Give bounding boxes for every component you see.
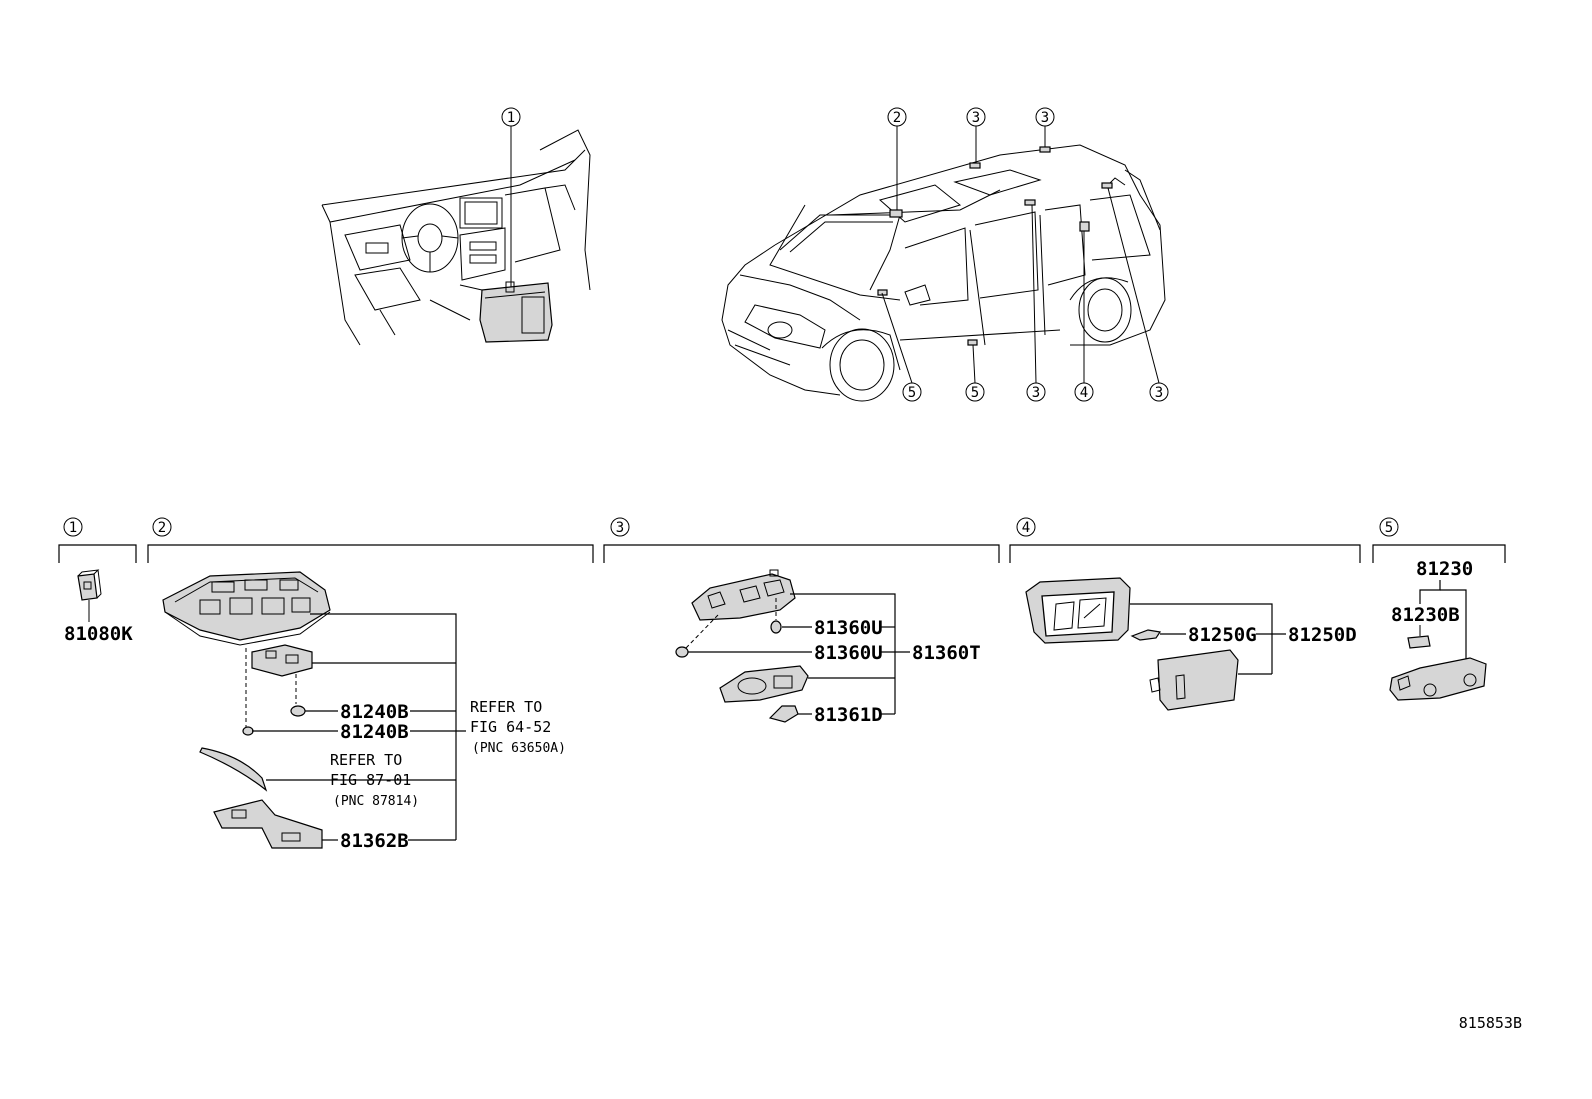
dashboard-illustration [321, 129, 591, 346]
svg-text:2: 2 [893, 110, 901, 126]
refer-fig-64-52-line1: REFER TO [470, 698, 542, 716]
part-81080K: 81080K [64, 623, 133, 645]
svg-text:2: 2 [158, 520, 166, 536]
group-headers: 1 2 3 4 5 [58, 517, 1506, 563]
part-81361D: 81361D [814, 704, 883, 726]
trim-strip-illustration [199, 747, 268, 792]
switch-81080K-illustration [77, 569, 102, 601]
svg-text:5: 5 [1385, 520, 1393, 536]
group-5: 81230 81230B [1389, 558, 1487, 701]
bulb-81360U-b-illustration [675, 646, 689, 658]
refer-fig-64-52-line2: FIG 64-52 [470, 718, 551, 736]
lens-81361D-illustration [719, 665, 809, 703]
callout-1-dashboard: 1 [501, 107, 521, 287]
part-81250D: 81250D [1288, 624, 1357, 646]
diagram-id: 815853B [1459, 1014, 1522, 1032]
svg-text:3: 3 [1032, 385, 1040, 401]
svg-text:5: 5 [971, 385, 979, 401]
svg-text:5: 5 [908, 385, 916, 401]
part-81360T: 81360T [912, 642, 981, 664]
svg-text:4: 4 [1022, 520, 1030, 536]
svg-text:3: 3 [616, 520, 624, 536]
bulb-81240B-b-illustration [242, 726, 254, 736]
part-81240B-b: 81240B [340, 721, 409, 743]
refer-fig-87-01-line3: (PNC 87814) [333, 794, 419, 809]
courtesy-lamp-81230-illustration [1389, 657, 1487, 701]
refer-fig-64-52-line3: (PNC 63650A) [472, 741, 566, 756]
refer-fig-87-01-line1: REFER TO [330, 751, 402, 769]
svg-text:1: 1 [507, 110, 515, 126]
svg-text:1: 1 [69, 520, 77, 536]
group-1: 81080K [64, 569, 133, 645]
part-81230: 81230 [1416, 558, 1473, 580]
svg-text:3: 3 [1041, 110, 1049, 126]
part-81360U-b: 81360U [814, 642, 883, 664]
vanity-lens-illustration [1149, 649, 1239, 711]
lens-clip-illustration [768, 705, 799, 723]
svg-text:4: 4 [1080, 385, 1088, 401]
part-81240B-a: 81240B [340, 701, 409, 723]
group-4: 81250G 81250D [1025, 577, 1357, 711]
bulb-81360U-a-illustration [770, 620, 782, 634]
bulb-81250G-illustration [1130, 629, 1162, 641]
van-callouts: 2 3 3 5 5 3 4 3 [881, 107, 1169, 402]
svg-text:3: 3 [1155, 385, 1163, 401]
part-81250G: 81250G [1188, 624, 1257, 646]
group-3: 81360U 81360U 81360T 81361D [675, 569, 981, 726]
part-81360U-a: 81360U [814, 617, 883, 639]
van-illustration [721, 144, 1166, 402]
bulb-81240B-a-illustration [290, 705, 306, 717]
overhead-console-illustration [162, 571, 331, 646]
map-lamp-housing-illustration [691, 569, 796, 621]
vanity-lamp-housing-illustration [1025, 577, 1131, 644]
refer-fig-87-01-line2: FIG 87-01 [330, 771, 411, 789]
part-81362B: 81362B [340, 830, 409, 852]
group-2: 81240B 81240B 81362B REFER TO FIG 64-52 … [162, 571, 566, 852]
bulb-81230B-illustration [1407, 635, 1431, 649]
part-81230B: 81230B [1391, 604, 1460, 626]
circuit-board-illustration [251, 644, 313, 677]
svg-text:3: 3 [972, 110, 980, 126]
lens-cover-81362B-illustration [213, 799, 323, 849]
